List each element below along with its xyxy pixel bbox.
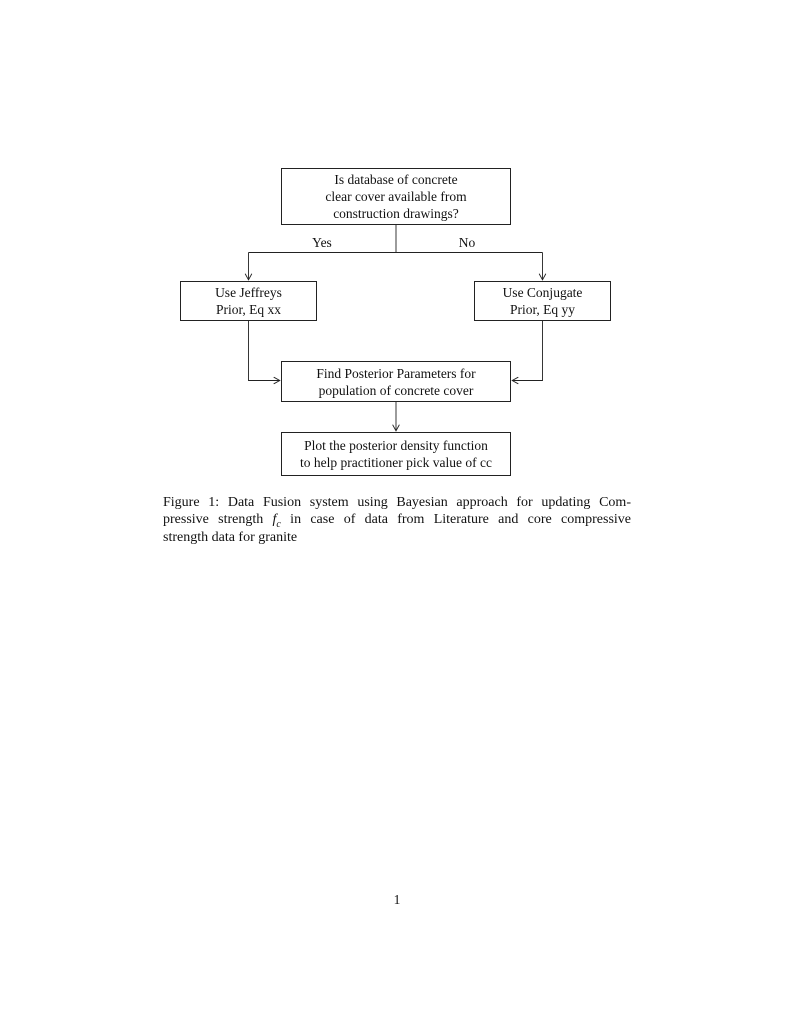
caption-line-2-pre: pressive strength xyxy=(163,512,273,528)
flowchart-node-jeffreys-prior: Use Jeffreys Prior, Eq xx xyxy=(180,281,317,321)
flowchart-node-plot-density: Plot the posterior density function to h… xyxy=(281,432,511,476)
flowchart-node-posterior-parameters: Find Posterior Parameters for population… xyxy=(281,361,511,402)
edge-jeffreys-to-posterior xyxy=(248,321,279,381)
math-subscript-c: c xyxy=(276,519,281,531)
caption-line-3: strength data for granite xyxy=(163,529,298,545)
page-number: 1 xyxy=(393,892,401,907)
caption-line-1: Figure 1: Data Fusion system using Bayes… xyxy=(163,495,631,510)
edge-conjugate-to-posterior xyxy=(513,321,543,381)
arrowhead-no-icon xyxy=(538,273,547,281)
caption-line-2-post: in case of data from Literature and core… xyxy=(280,512,631,528)
math-f: f xyxy=(272,512,277,528)
caption-line-2: pressive strength fc in case of data fro… xyxy=(163,511,631,531)
figure-caption: Figure 1: Data Fusion system using Bayes… xyxy=(163,494,631,546)
arrowhead-yes-icon xyxy=(244,273,253,281)
math-fc-symbol: fc xyxy=(272,512,281,531)
edge-label-no: No xyxy=(445,235,489,251)
arrowhead-jeffreys-icon xyxy=(273,376,281,385)
arrowhead-plot-icon xyxy=(392,424,400,432)
arrowhead-conjugate-icon xyxy=(511,376,519,385)
flowchart-node-question: Is database of concrete clear cover avai… xyxy=(281,168,511,225)
flowchart-node-conjugate-prior: Use Conjugate Prior, Eq yy xyxy=(474,281,611,321)
edge-label-yes: Yes xyxy=(300,235,344,251)
